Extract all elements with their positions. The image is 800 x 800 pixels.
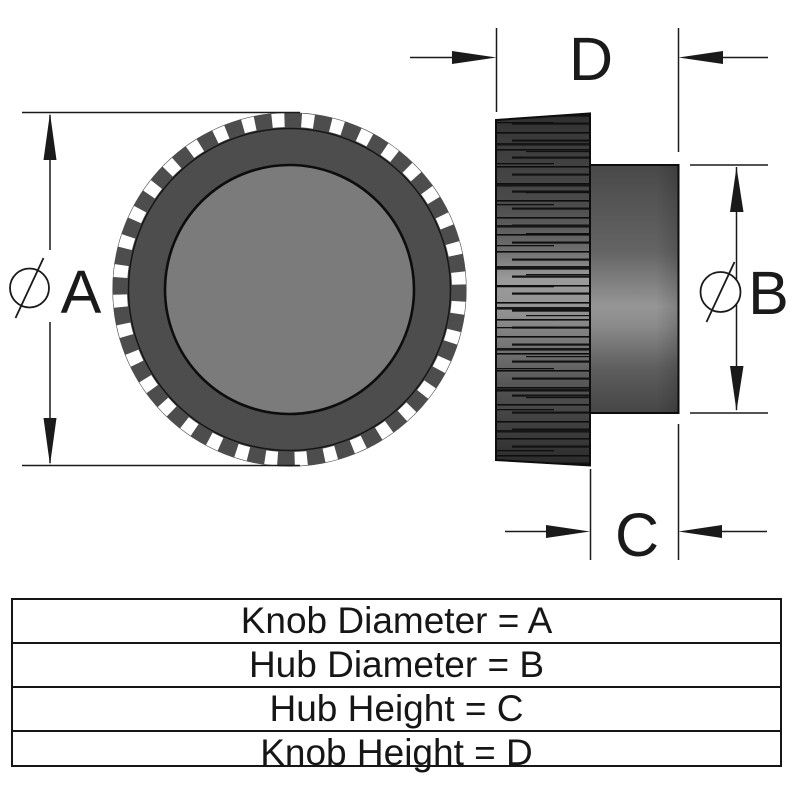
table-row: Hub Height = C xyxy=(13,686,780,730)
dim-label-knob-diameter: A xyxy=(61,258,102,326)
dim-b-arrow-down-icon xyxy=(730,366,744,411)
dim-a-arrow-down-icon xyxy=(43,418,57,465)
dim-d-arrow-right-icon xyxy=(452,51,497,64)
dimension-knob-diameter xyxy=(9,111,300,467)
dimension-legend-table: Knob Diameter = A Hub Diameter = B Hub H… xyxy=(11,598,782,773)
knurl-teeth-ring xyxy=(112,112,467,467)
dimension-hub-height xyxy=(505,424,767,560)
dim-a-arrow-up-icon xyxy=(43,113,57,160)
knob-side-view xyxy=(495,112,680,467)
table-row: Hub Diameter = B xyxy=(13,642,780,686)
knurl-notches xyxy=(113,113,466,466)
table-row: Knob Diameter = A xyxy=(240,600,553,641)
dim-label-hub-height: C xyxy=(615,501,659,569)
dim-d-arrow-left-icon xyxy=(678,51,723,64)
knob-front-view xyxy=(112,112,467,467)
dim-b-arrow-up-icon xyxy=(730,167,744,212)
knob-hub-face-circle xyxy=(163,163,416,416)
diameter-symbol-a-icon xyxy=(9,257,50,319)
dimension-hub-diameter xyxy=(690,164,768,414)
dimension-knob-height xyxy=(410,28,768,152)
diameter-symbol-b-icon xyxy=(699,261,742,323)
dim-label-knob-height: D xyxy=(569,25,613,93)
dim-label-hub-diameter: B xyxy=(748,259,789,327)
knurl-side-profile xyxy=(495,112,591,467)
table-row: Knob Height = D xyxy=(13,730,780,774)
hub-side-shading xyxy=(590,165,679,413)
dim-c-arrow-left-icon xyxy=(678,525,722,538)
dim-c-arrow-right-icon xyxy=(546,525,590,538)
